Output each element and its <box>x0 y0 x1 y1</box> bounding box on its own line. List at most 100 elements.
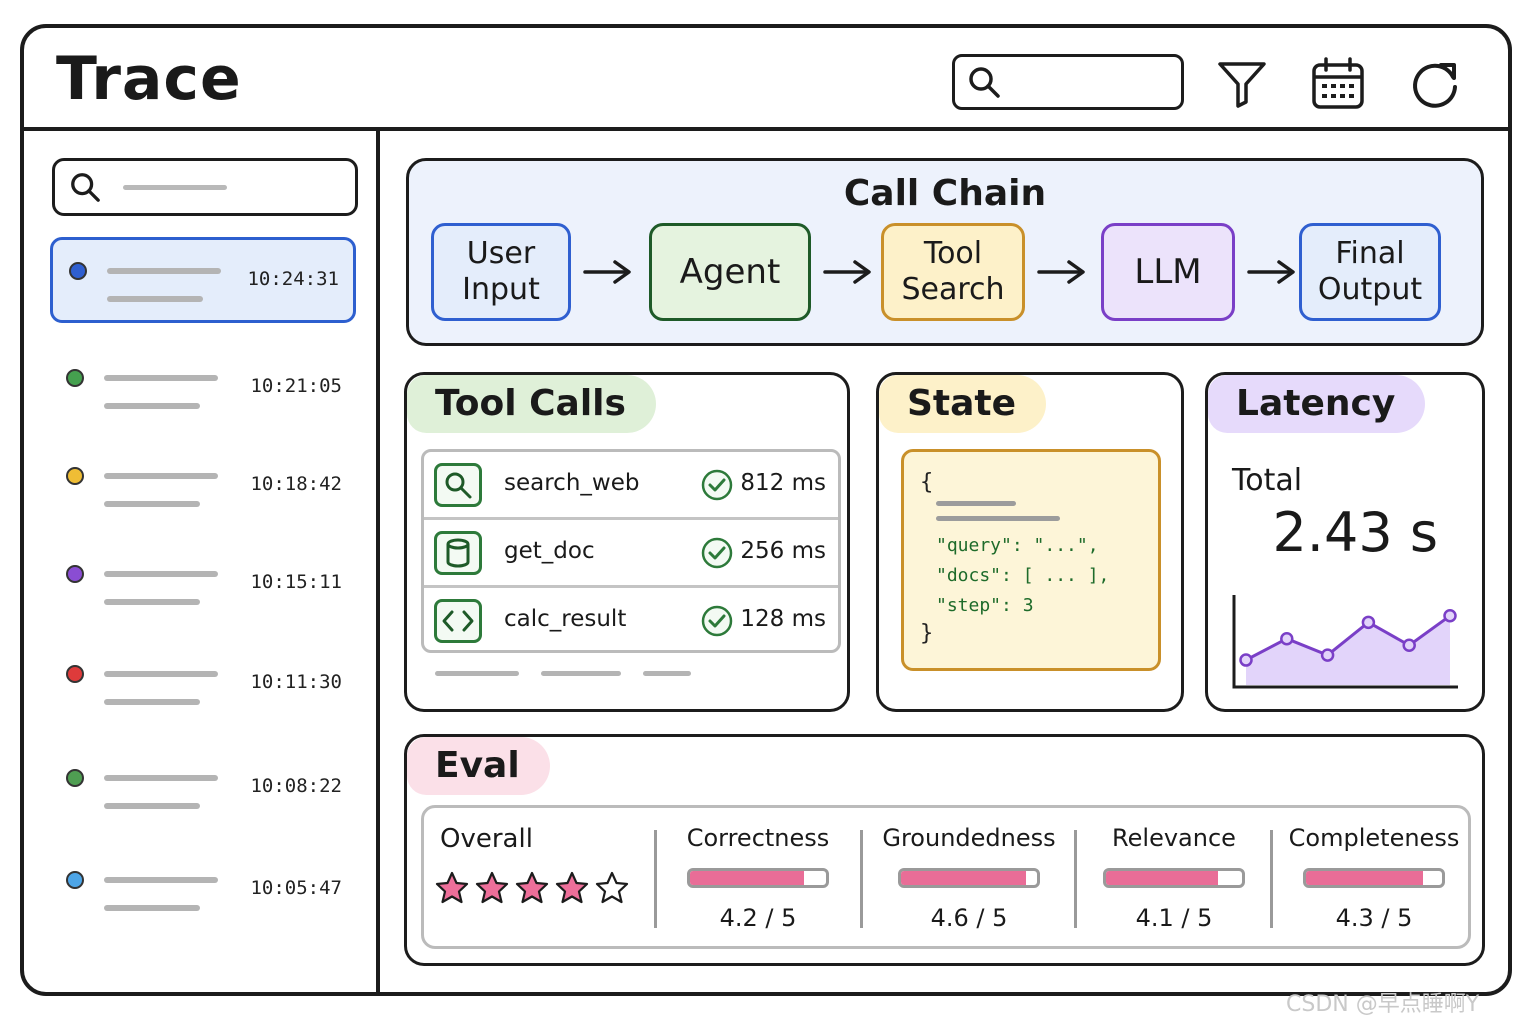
pagination-line <box>643 671 691 676</box>
check-circle-icon <box>700 604 734 642</box>
metric-name: Relevance <box>1112 824 1236 852</box>
sparkline-point <box>1402 638 1416 653</box>
json-open-brace: { <box>920 470 934 495</box>
trace-status-dot <box>66 871 84 889</box>
filter-icon <box>1218 62 1266 108</box>
trace-list-item[interactable]: 10:05:47 <box>50 849 356 935</box>
trace-title-line <box>104 775 218 781</box>
overall-metric: Overall <box>424 808 654 948</box>
star-empty-icon <box>594 870 630 910</box>
check-circle-icon <box>700 468 734 506</box>
call-chain-node[interactable]: Tool Search <box>881 223 1025 321</box>
trace-list-item[interactable]: 10:08:22 <box>50 747 356 833</box>
trace-subtitle-line <box>104 501 200 507</box>
metric-score: 4.1 / 5 <box>1135 904 1213 932</box>
state-title: State <box>879 375 1047 433</box>
filter-button[interactable] <box>1214 56 1270 112</box>
overall-star-rating <box>434 870 630 910</box>
call-chain-node[interactable]: Agent <box>649 223 811 321</box>
latency-panel: Latency Total 2.43 s <box>1205 372 1485 712</box>
trace-list-item[interactable]: 10:21:05 <box>50 347 356 433</box>
call-chain-panel: Call Chain User Input Agent Tool Search LLM… <box>406 158 1484 346</box>
metric-score: 4.3 / 5 <box>1335 904 1413 932</box>
eval-metric: Groundedness 4.6 / 5 <box>864 808 1074 948</box>
calendar-button[interactable] <box>1310 56 1366 112</box>
call-chain-node[interactable]: LLM <box>1101 223 1235 321</box>
search-icon <box>71 173 100 202</box>
metric-score: 4.6 / 5 <box>930 904 1008 932</box>
search-icon <box>434 463 482 507</box>
tool-name: calc_result <box>504 606 627 632</box>
search-placeholder-line <box>123 185 227 190</box>
tool-calls-title: Tool Calls <box>407 375 656 433</box>
metric-name: Correctness <box>686 824 830 852</box>
metric-name: Groundedness <box>882 824 1056 852</box>
trace-time: 10:11:30 <box>250 671 342 693</box>
trace-sidebar: 10:24:31 10:21:05 10:18:42 10:15:11 10:11:30… <box>24 131 380 992</box>
calendar-icon <box>1312 57 1364 109</box>
eval-metric: Completeness 4.3 / 5 <box>1274 808 1474 948</box>
trace-list-item[interactable]: 10:24:31 <box>50 237 356 323</box>
refresh-button[interactable] <box>1408 56 1464 112</box>
latency-total-value: 2.43 s <box>1272 501 1438 564</box>
sparkline-point <box>1239 653 1253 667</box>
tool-duration: 812 ms <box>740 470 826 496</box>
trace-status-dot <box>66 665 84 683</box>
trace-status-dot <box>69 262 87 280</box>
latency-total-label: Total <box>1232 463 1303 498</box>
trace-time: 10:21:05 <box>250 375 342 397</box>
metric-divider <box>1270 830 1273 928</box>
call-chain-node[interactable]: User Input <box>431 223 571 321</box>
star-filled-icon <box>474 870 510 910</box>
metric-name: Completeness <box>1288 824 1460 852</box>
trace-subtitle-line <box>107 296 203 302</box>
trace-title-line <box>107 268 221 274</box>
metric-progress-bar <box>1303 868 1445 888</box>
overall-label: Overall <box>440 824 533 854</box>
trace-title-line <box>104 877 218 883</box>
json-line: "docs": [ ... ], <box>936 565 1110 586</box>
trace-list-item[interactable]: 10:18:42 <box>50 445 356 531</box>
trace-time: 10:05:47 <box>250 877 342 899</box>
arrow-right-icon <box>1247 260 1295 284</box>
metric-progress-bar <box>687 868 829 888</box>
call-chain-node[interactable]: Final Output <box>1299 223 1441 321</box>
trace-title-line <box>104 671 218 677</box>
trace-status-dot <box>66 769 84 787</box>
check-circle-icon <box>700 536 734 574</box>
top-search-input[interactable] <box>1011 71 1181 93</box>
trace-status-dot <box>66 369 84 387</box>
top-search-box[interactable] <box>952 54 1184 110</box>
sidebar-search-box[interactable] <box>52 158 358 216</box>
sparkline-point <box>1361 615 1376 630</box>
eval-title: Eval <box>407 737 550 795</box>
trace-subtitle-line <box>104 699 200 705</box>
tool-name: get_doc <box>504 538 595 564</box>
call-chain-title: Call Chain <box>843 173 1047 214</box>
json-placeholder-line <box>936 516 1060 521</box>
sparkline-axes <box>1232 595 1458 689</box>
star-filled-icon <box>554 870 590 910</box>
app-header: Trace <box>24 28 1508 131</box>
state-json-viewer[interactable]: { "query": "...", "docs": [ ... ], "step… <box>901 449 1161 671</box>
star-filled-icon <box>514 870 550 910</box>
sparkline-point <box>1280 631 1294 646</box>
trace-list-item[interactable]: 10:15:11 <box>50 543 356 629</box>
trace-subtitle-line <box>104 403 200 409</box>
trace-subtitle-line <box>104 599 200 605</box>
refresh-icon <box>1413 63 1457 108</box>
pagination-line <box>541 671 621 676</box>
watermark: CSDN @早点睡啊Y <box>1286 992 1480 1017</box>
latency-sparkline <box>1232 595 1458 689</box>
app-title: Trace <box>56 44 242 114</box>
metric-progress-fill <box>690 871 805 885</box>
trace-list-item[interactable]: 10:11:30 <box>50 643 356 729</box>
trace-window: Trace <box>20 24 1512 996</box>
metric-progress-bar <box>898 868 1040 888</box>
latency-title: Latency <box>1208 375 1426 433</box>
